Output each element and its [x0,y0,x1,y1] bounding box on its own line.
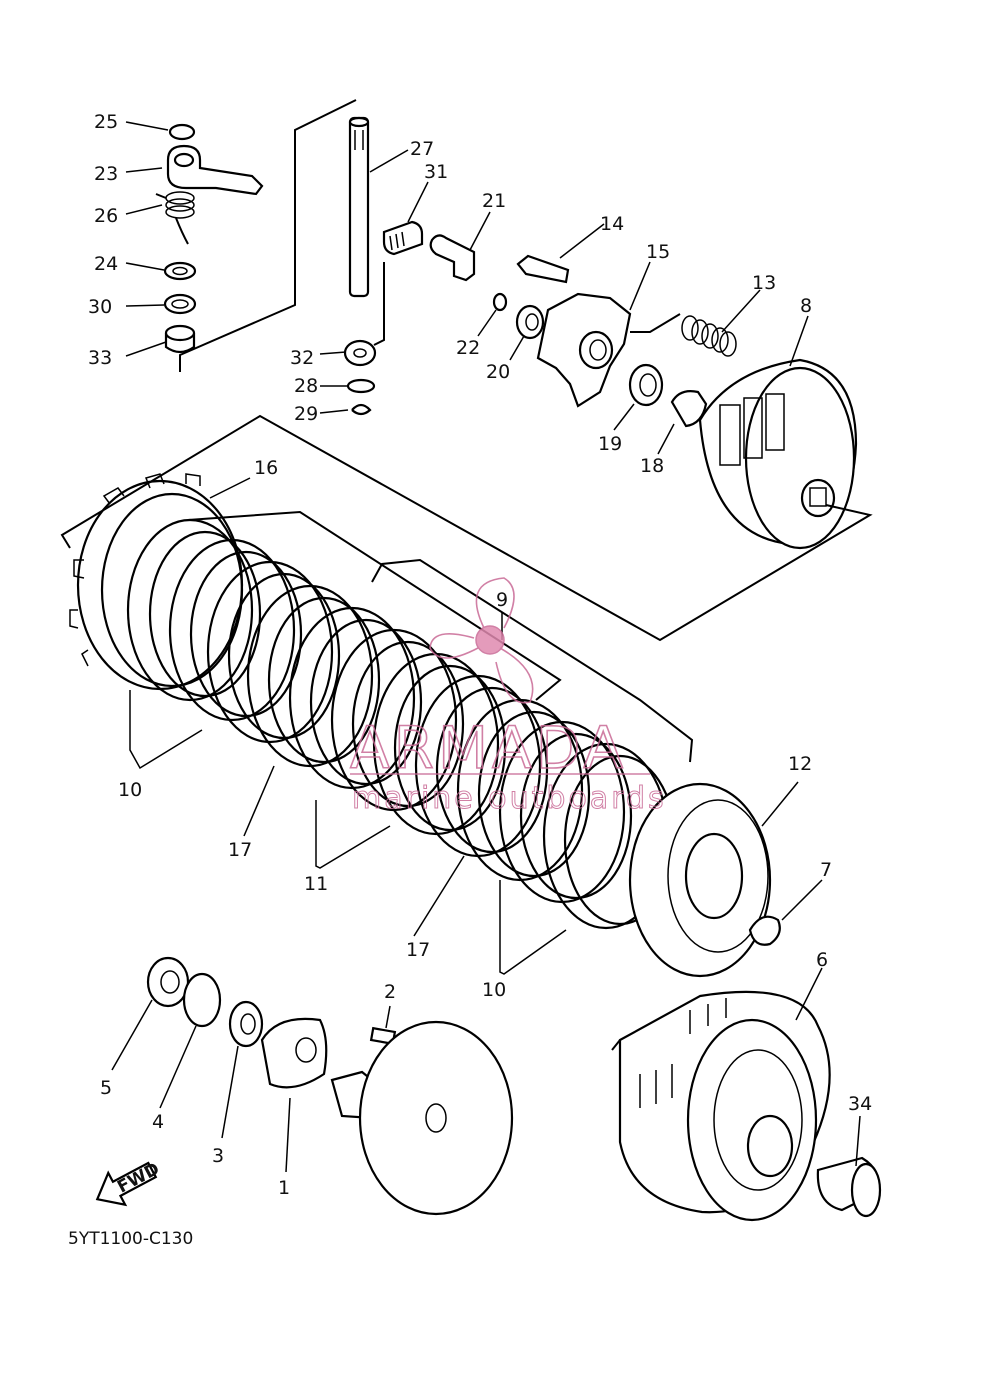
pressure-disc-group [628,781,823,978]
watermark-tagline: marine outboards [352,781,667,816]
callout-22: 22 [456,337,480,359]
spacer-34 [816,1115,882,1218]
washer-28 [346,378,376,394]
callout-26: 26 [94,205,118,227]
watermark: ARMADA marine outboards [349,577,667,817]
callout-33: 33 [88,347,112,369]
bearing-20 [515,304,545,340]
friction-plate-16 [69,473,244,691]
callout-19: 19 [598,433,622,455]
callout-31: 31 [424,161,448,183]
callout-6: 6 [816,949,828,971]
seal-30 [163,293,197,315]
lock-washer-18 [670,390,708,428]
plate-a [126,518,254,702]
lock-washer-4 [182,972,222,1028]
shaft-disc [330,1020,514,1216]
seal-19 [628,363,664,407]
callout-23: 23 [94,163,118,185]
washer-24 [163,261,197,281]
callout-7: 7 [820,859,832,881]
callout-1: 1 [278,1177,290,1199]
callout-17-right: 17 [406,939,430,961]
callout-24: 24 [94,253,118,275]
callout-labels: 25 23 26 24 30 33 27 31 32 28 29 21 22 2… [88,111,872,1199]
propeller-logo-icon [429,577,534,704]
housing-6 [611,967,831,1222]
callout-25: 25 [94,111,118,133]
callout-28: 28 [294,375,318,397]
callout-17-left: 17 [228,839,252,861]
callout-13: 13 [752,272,776,294]
callout-11: 11 [304,873,328,895]
callout-16: 16 [254,457,278,479]
clutch-plate-stack [69,473,694,975]
callout-29: 29 [294,403,318,425]
callout-10-left: 10 [118,779,142,801]
oil-pump-drive-group [111,956,514,1216]
push-rod-27 [348,116,370,298]
push-rod-group [319,116,429,416]
callout-34: 34 [848,1093,872,1115]
clutch-spring-13 [681,315,737,357]
callout-8: 8 [800,295,812,317]
callout-12: 12 [788,753,812,775]
callout-32: 32 [290,347,314,369]
plate-c [206,560,334,744]
nut-5 [146,956,190,1008]
watermark-brand: ARMADA [350,714,627,782]
washer-3 [228,1000,264,1048]
callout-30: 30 [88,296,112,318]
push-piece-21 [429,234,476,282]
callout-21: 21 [482,190,506,212]
gear-32 [343,339,377,367]
clutch-boss-8 [698,358,858,550]
washer-7 [748,915,781,946]
callout-27: 27 [410,138,434,160]
ball-22 [492,292,508,312]
push-lever-group [125,99,357,372]
gear-1 [260,1017,328,1089]
callout-15: 15 [646,241,670,263]
circlip-29 [351,403,372,416]
forward-direction-arrow: FWD [95,1159,163,1207]
callout-10-right: 10 [482,979,506,1001]
callout-14: 14 [600,213,624,235]
callout-18: 18 [640,455,664,477]
callout-3: 3 [212,1145,224,1167]
callout-20: 20 [486,361,510,383]
plate-b [168,538,296,722]
pressure-plate-group [60,211,873,642]
callout-2: 2 [384,981,396,1003]
callout-9: 9 [496,589,508,611]
bolt-14 [516,254,570,284]
callout-5: 5 [100,1077,112,1099]
fwd-label: FWD [114,1159,163,1198]
spring-26 [155,191,195,245]
circlip-25 [168,123,196,141]
diagram-code: 5YT1100-C130 [68,1229,193,1249]
callout-4: 4 [152,1111,164,1133]
